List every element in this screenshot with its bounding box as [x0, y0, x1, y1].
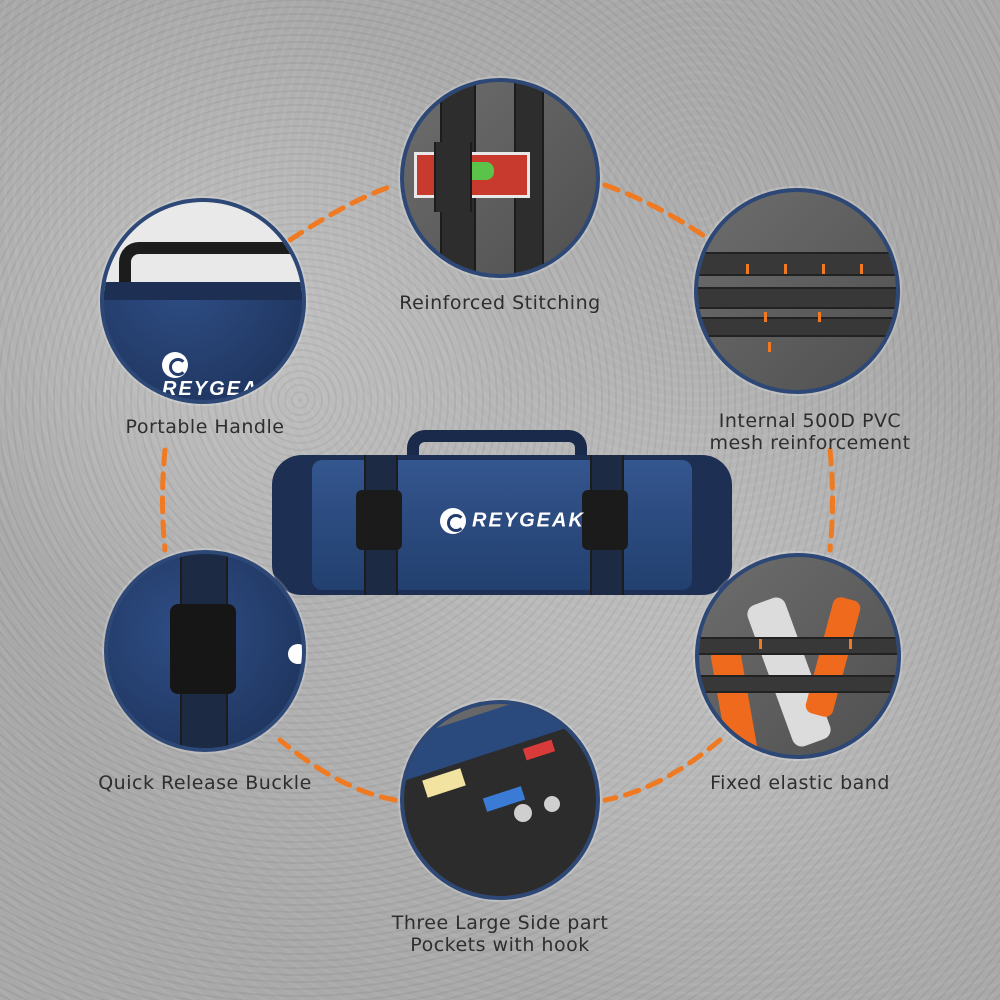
label-side-pockets-line1: Three Large Side part: [391, 912, 609, 934]
internal-pvc-photo: [694, 188, 900, 394]
bag-brand-logo: REYGEAK: [440, 508, 585, 534]
portable-handle-photo: REYGEAK: [100, 198, 306, 404]
tool-roll-bag: REYGEAK: [272, 430, 732, 595]
reinforced-stitching-photo: [400, 78, 600, 278]
label-side-pockets: Three Large Side part Pockets with hook: [340, 912, 660, 956]
fixed-elastic-band-photo: [695, 553, 901, 759]
label-quick-release-buckle: Quick Release Buckle: [98, 772, 312, 794]
buckle-right: [582, 490, 628, 550]
quick-release-buckle-photo: [104, 550, 306, 752]
label-portable-handle: Portable Handle: [125, 416, 285, 438]
label-reinforced-stitching: Reinforced Stitching: [399, 292, 601, 314]
side-pockets-photo: [400, 700, 600, 900]
label-side-pockets-line2: Pockets with hook: [410, 934, 590, 956]
buckle-left: [356, 490, 402, 550]
label-internal-pvc: Internal 500D PVC mesh reinforcement: [660, 410, 960, 454]
brand-logo: REYGEAK: [162, 352, 302, 400]
label-internal-pvc-line2: mesh reinforcement: [709, 432, 911, 454]
label-internal-pvc-line1: Internal 500D PVC: [718, 410, 902, 432]
label-fixed-elastic-band: Fixed elastic band: [710, 772, 890, 794]
